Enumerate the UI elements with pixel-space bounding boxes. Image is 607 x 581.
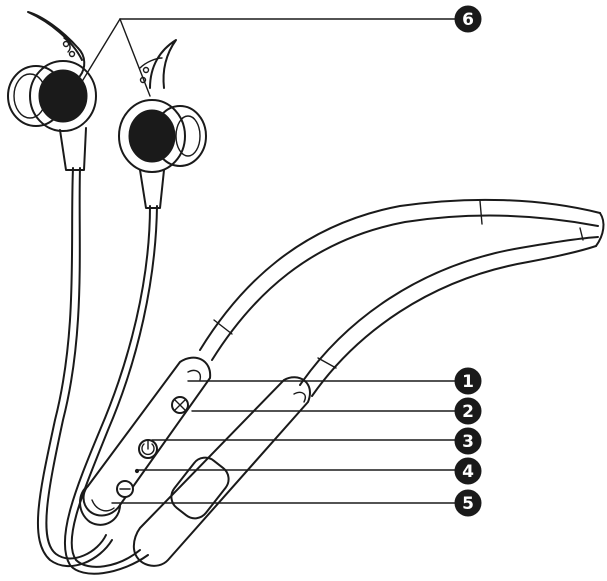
volume-minus-button — [116, 480, 134, 498]
callout-5-label: 5 — [462, 494, 474, 514]
volume-plus-button — [171, 396, 189, 414]
callout-6-label: 6 — [462, 10, 474, 30]
callout-2-label: 2 — [462, 402, 474, 422]
right-battery-pod — [132, 376, 311, 567]
callout-1: 1 — [454, 367, 482, 395]
callout-1-label: 1 — [462, 372, 474, 392]
leader-lines — [71, 18, 456, 504]
cables — [36, 167, 158, 575]
neckband — [199, 198, 605, 397]
callout-3: 3 — [454, 427, 482, 455]
callout-2: 2 — [454, 397, 482, 425]
callout-5: 5 — [454, 489, 482, 517]
callout-4: 4 — [454, 457, 482, 485]
callout-6: 6 — [454, 5, 482, 33]
right-earbud — [118, 39, 207, 209]
left-earbud — [7, 11, 97, 171]
power-button — [138, 439, 158, 459]
callout-3-label: 3 — [462, 432, 474, 452]
callout-4-label: 4 — [462, 462, 474, 482]
